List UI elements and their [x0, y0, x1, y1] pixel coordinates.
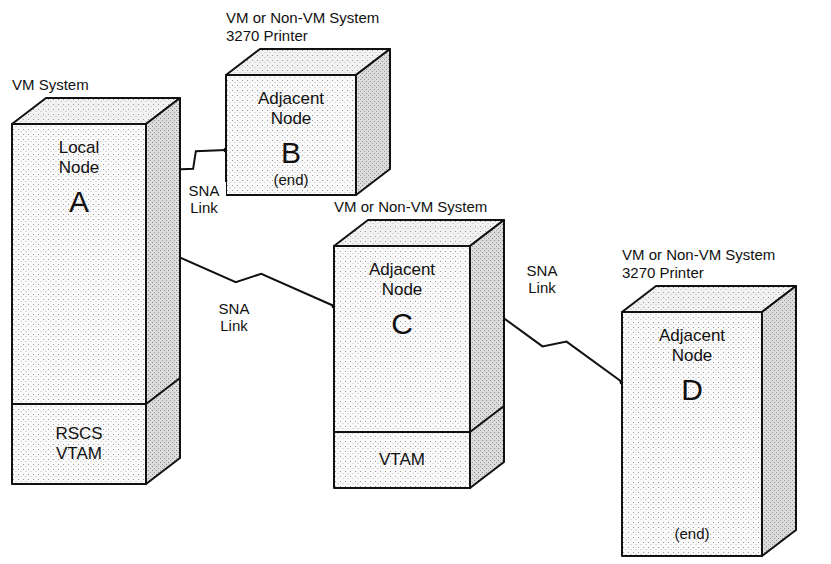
system-heading: VM System — [12, 76, 192, 94]
end-note: (end) — [674, 525, 709, 542]
node-letter: C — [391, 307, 413, 342]
link-label: SNA Link — [182, 182, 226, 217]
cube-side-outline — [146, 98, 180, 484]
component-label: VTAM — [367, 450, 437, 470]
cube-front-outline — [622, 312, 762, 556]
node-cube: VM or Non-VM SystemAdjacent NodeCVTAM — [334, 246, 470, 488]
lower-band: VTAM — [334, 432, 470, 488]
cube-side-outline — [356, 49, 390, 195]
node-cube: VM SystemLocal NodeARSCS VTAM — [12, 124, 146, 484]
node-letter: A — [69, 185, 89, 220]
cube-side-outline — [762, 286, 796, 556]
node-label: Adjacent Node — [362, 260, 442, 299]
lower-band: RSCS VTAM — [12, 404, 146, 484]
cube-front — [12, 124, 146, 484]
node-letter: B — [281, 136, 301, 171]
cube-front-outline — [226, 75, 356, 195]
node-cube: VM or Non-VM System 3270 PrinterAdjacent… — [622, 312, 762, 556]
node-label: Adjacent Node — [652, 326, 732, 365]
sna-link — [487, 306, 622, 382]
band-line — [334, 406, 504, 432]
node-cube: VM or Non-VM System 3270 PrinterAdjacent… — [226, 75, 356, 195]
cube-side-outline — [470, 220, 504, 488]
cube-front-outline — [12, 124, 146, 484]
system-heading: VM or Non-VM System 3270 Printer — [226, 9, 406, 45]
band-line — [12, 378, 180, 404]
sna-link — [163, 250, 334, 306]
link-label: SNA Link — [212, 300, 256, 335]
cube-front — [622, 312, 762, 556]
system-heading: VM or Non-VM System 3270 Printer — [622, 246, 802, 282]
cube-side — [762, 286, 796, 556]
cube-front — [226, 75, 356, 195]
cube-front — [334, 246, 470, 488]
system-heading: VM or Non-VM System — [334, 198, 514, 216]
cube-front-outline — [334, 246, 470, 488]
cube-side — [146, 98, 180, 484]
link-label: SNA Link — [520, 262, 564, 297]
cube-side — [356, 49, 390, 195]
cube-side — [470, 220, 504, 488]
node-label: Local Node — [39, 138, 119, 177]
end-note: (end) — [273, 171, 308, 188]
node-letter: D — [681, 373, 703, 408]
node-label: Adjacent Node — [251, 89, 331, 128]
component-label: RSCS VTAM — [44, 424, 114, 463]
